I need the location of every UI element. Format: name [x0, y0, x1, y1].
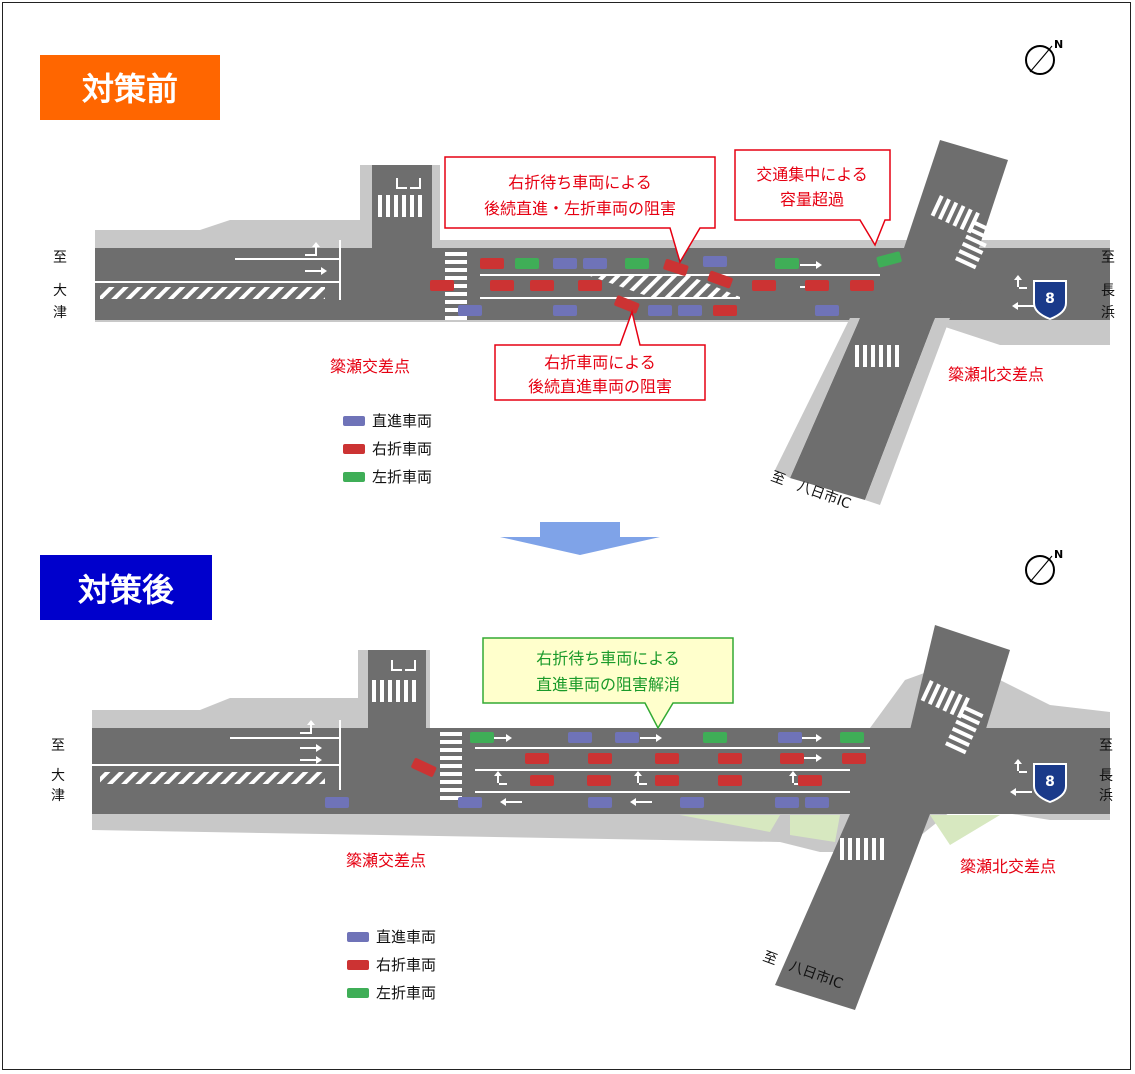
after-panel: 対策後	[40, 547, 1113, 1010]
svg-text:大: 大	[51, 768, 65, 784]
before-panel: 対策前 8	[40, 37, 1115, 513]
label-nagahama-after: 至 長 浜	[1099, 738, 1113, 804]
label-yanaze-after: 簗瀬交差点	[346, 851, 426, 870]
down-arrow-icon	[500, 522, 660, 555]
svg-text:後続直進車両の阻害: 後続直進車両の阻害	[528, 377, 672, 396]
north-arrow-icon-after	[1025, 547, 1065, 585]
after-badge-text: 対策後	[78, 571, 175, 609]
label-yanaze-north-before: 簗瀬北交差点	[948, 365, 1044, 384]
svg-text:津: 津	[51, 788, 65, 804]
callout-before-1: 右折待ち車両による 後続直進・左折車両の阻害	[444, 156, 716, 264]
vehicles-before	[430, 251, 902, 316]
svg-text:至: 至	[1101, 250, 1115, 266]
after-badge	[40, 555, 212, 620]
svg-text:右折車両による: 右折車両による	[544, 353, 656, 372]
svg-text:大: 大	[53, 283, 67, 299]
svg-text:右折待ち車両による: 右折待ち車両による	[508, 173, 652, 192]
svg-text:至: 至	[53, 250, 67, 266]
north-arrow-icon	[1025, 37, 1065, 75]
legend-before: 直進車両 右折車両 左折車両	[343, 412, 432, 486]
label-otsu-after: 至 大 津	[51, 738, 65, 804]
svg-text:後続直進・左折車両の阻害: 後続直進・左折車両の阻害	[484, 199, 676, 218]
label-yanaze-before: 簗瀬交差点	[330, 357, 410, 376]
svg-text:容量超過: 容量超過	[780, 190, 844, 209]
label-nagahama-before: 至 長 浜	[1101, 250, 1115, 321]
svg-text:左折車両: 左折車両	[372, 468, 432, 486]
svg-text:至: 至	[51, 738, 65, 754]
svg-text:右折待ち車両による: 右折待ち車両による	[536, 649, 680, 668]
svg-text:右折車両: 右折車両	[376, 956, 436, 974]
svg-text:長: 長	[1099, 768, 1113, 784]
callout-before-3: 右折車両による 後続直進車両の阻害	[494, 309, 706, 401]
svg-text:長: 長	[1101, 283, 1115, 299]
legend-after: 直進車両 右折車両 左折車両	[347, 928, 436, 1002]
callout-before-2: 交通集中による 容量超過	[734, 149, 891, 247]
svg-text:至: 至	[1099, 738, 1113, 754]
svg-text:直進車両: 直進車両	[376, 928, 436, 946]
label-yanaze-north-after: 簗瀬北交差点	[960, 857, 1056, 876]
svg-text:8: 8	[1045, 291, 1055, 307]
svg-text:直進車両の阻害解消: 直進車両の阻害解消	[536, 675, 680, 694]
svg-text:交通集中による: 交通集中による	[756, 165, 868, 184]
svg-text:津: 津	[53, 305, 67, 321]
before-badge	[40, 55, 220, 120]
svg-text:8: 8	[1045, 774, 1055, 790]
svg-text:左折車両: 左折車両	[376, 984, 436, 1002]
svg-text:浜: 浜	[1101, 305, 1115, 321]
svg-text:直進車両: 直進車両	[372, 412, 432, 430]
svg-text:浜: 浜	[1099, 788, 1113, 804]
callout-after: 右折待ち車両による 直進車両の阻害解消	[482, 637, 734, 730]
label-otsu-before: 至 大 津	[53, 250, 67, 321]
before-badge-text: 対策前	[82, 70, 178, 108]
svg-text:右折車両: 右折車両	[372, 440, 432, 458]
vehicles-after	[325, 732, 866, 808]
